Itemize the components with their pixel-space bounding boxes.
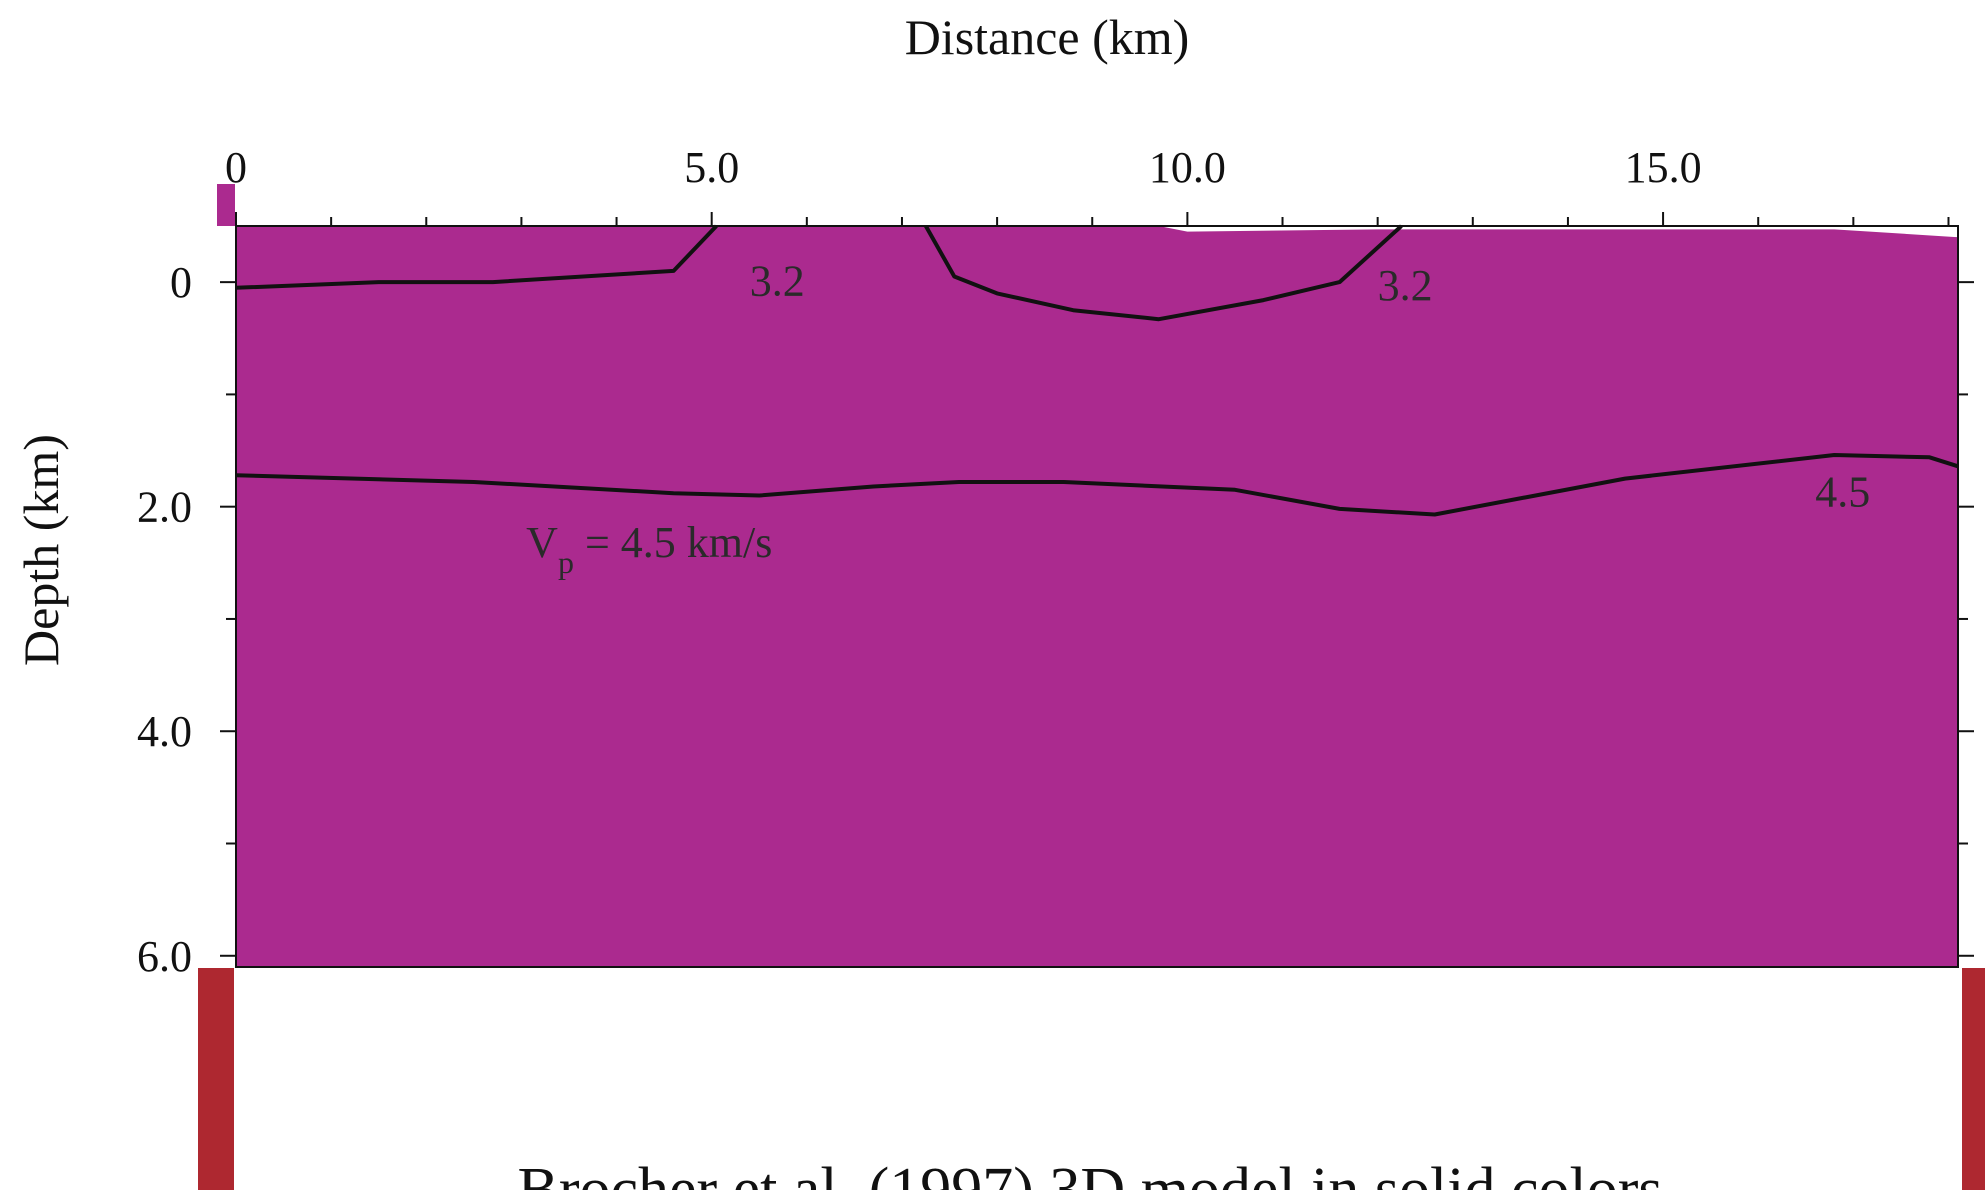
contour-3-2-line-0 — [235, 224, 718, 290]
y-axis-title: Depth (km) — [13, 434, 69, 666]
axis-ticks — [220, 212, 1974, 957]
y-tick-label: 2.0 — [137, 483, 192, 532]
contour-label: 3.2 — [750, 257, 805, 306]
y-tick-label: 4.0 — [137, 707, 192, 756]
velocity-symbol: V — [526, 518, 558, 567]
x-axis-title: Distance (km) — [905, 9, 1190, 65]
right-color-bar — [1962, 968, 1985, 1190]
left-color-bar — [198, 968, 234, 1190]
layer-1-fill — [236, 226, 1958, 967]
velocity-subscript: p — [558, 544, 574, 580]
x-tick-label: 5.0 — [684, 143, 739, 192]
velocity-layers — [236, 226, 1958, 967]
velocity-contours — [235, 224, 1959, 517]
contour-4-5-line-0 — [235, 453, 1959, 517]
contour-label: 4.5 — [1815, 468, 1870, 517]
figure-caption: Brocher et al. (1997) 3D model in solid … — [517, 1156, 1662, 1190]
contour-label: 3.2 — [1378, 261, 1433, 310]
axis-tick-labels: 0 5.0 10.0 15.0 0 2.0 4.0 6.0 — [137, 143, 1702, 981]
y-tick-label: 6.0 — [137, 932, 192, 981]
velocity-label: Vp = 4.5 km/s — [526, 518, 772, 580]
y-tick-label: 0 — [170, 258, 192, 307]
x-tick-label: 0 — [225, 143, 247, 192]
x-tick-label: 10.0 — [1149, 143, 1226, 192]
velocity-value: = 4.5 km/s — [574, 518, 772, 567]
plot-frame — [235, 225, 1959, 968]
x-tick-label: 15.0 — [1625, 143, 1702, 192]
contour-3-2-line-1 — [924, 224, 1403, 322]
top-left-color-swatch — [217, 184, 235, 226]
